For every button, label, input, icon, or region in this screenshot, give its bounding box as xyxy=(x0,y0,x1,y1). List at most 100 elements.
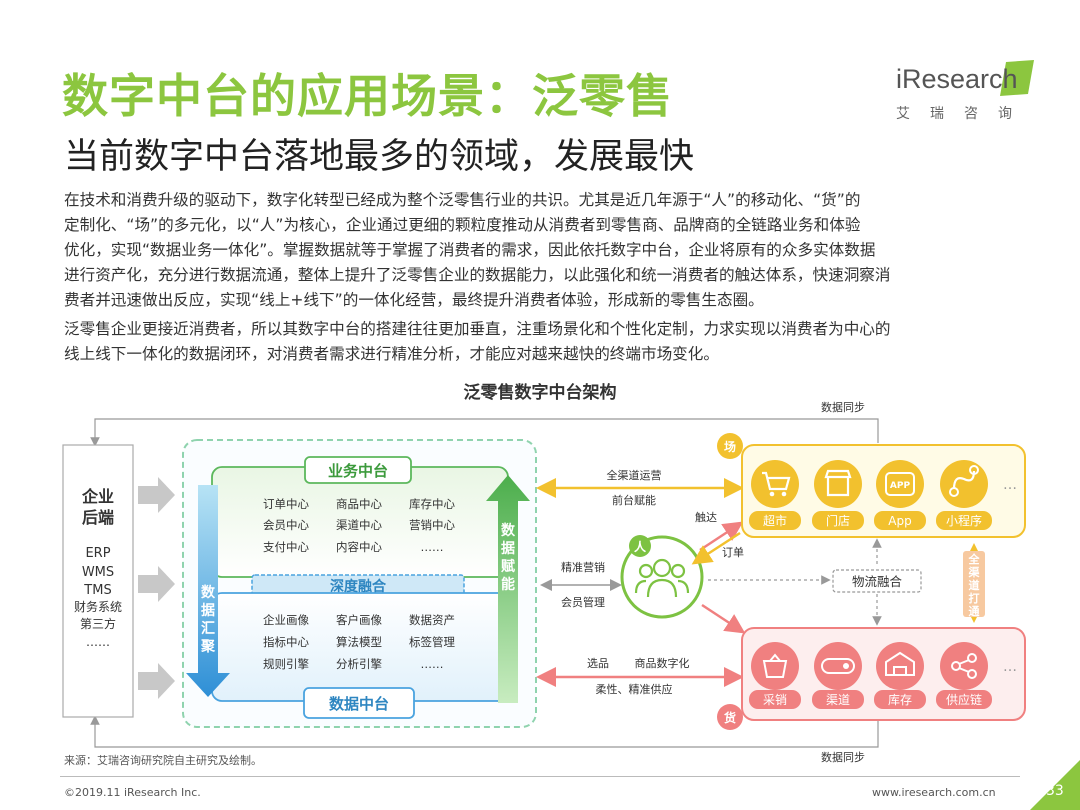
data-center: 分析引擎 xyxy=(336,657,382,671)
block-arrow-icon xyxy=(138,663,175,699)
data-summary-arrow-icon xyxy=(186,485,230,697)
sync-bottom-label: 数据同步 xyxy=(821,750,865,764)
backend-item: 第三方 xyxy=(80,616,116,631)
data-summary-char: 据 xyxy=(201,602,215,619)
business-center: 支付中心 xyxy=(263,540,309,554)
goods-item-channel: 渠道 xyxy=(812,642,864,709)
backend-item: WMS xyxy=(82,565,114,580)
paragraph-line: 定制化、“场”的多元化，以“人”为核心，企业通过更细的颗粒度推动从消费者到零售商… xyxy=(64,216,861,234)
business-center: 内容中心 xyxy=(336,540,382,554)
block-arrow-icon xyxy=(138,566,175,602)
person-badge xyxy=(629,535,651,557)
app-icon-text: APP xyxy=(890,481,911,491)
website-url: www.iresearch.com.cn xyxy=(872,786,996,799)
business-center: 库存中心 xyxy=(409,497,455,511)
data-empower-char: 能 xyxy=(501,576,515,593)
backend-title-line: 企业 xyxy=(81,487,114,506)
page-number: 33 xyxy=(1046,783,1064,799)
place-item-supermarket: 超市 xyxy=(749,460,801,530)
miniprogram-icon xyxy=(952,470,976,490)
flexible-supply-label: 柔性、精准供应 xyxy=(596,682,673,696)
source-note: 来源：艾瑞咨询研究院自主研究及绘制。 xyxy=(64,754,262,767)
place-item-label: App xyxy=(888,514,911,528)
data-center: 客户画像 xyxy=(336,613,382,627)
goods-item-label: 渠道 xyxy=(826,693,850,707)
backend-title-line: 后端 xyxy=(82,508,114,527)
iresearch-logo xyxy=(1000,60,1034,96)
backend-box xyxy=(62,444,134,718)
goods-item-supply-chain: 供应链 xyxy=(936,642,992,709)
channel-icon xyxy=(821,658,855,674)
place-item-app: APP App xyxy=(874,460,926,530)
channel-connect-char: 全 xyxy=(968,552,981,566)
front-empower-label: 前台赋能 xyxy=(612,493,656,507)
sync-bottom-line xyxy=(90,715,879,748)
paragraph-line: 进行资产化，充分进行数据流通，整体上提升了泛零售企业的数据能力，以此强化和统一消… xyxy=(64,266,891,284)
goods-ellipsis: … xyxy=(1003,659,1017,675)
sync-top-label: 数据同步 xyxy=(821,400,865,414)
deep-fusion-label: 深度融合 xyxy=(330,578,387,595)
order-label: 订单 xyxy=(722,546,744,559)
channel-connect-box xyxy=(963,551,985,617)
data-center: 企业画像 xyxy=(263,613,309,627)
data-platform-title: 数据中台 xyxy=(329,695,389,713)
data-center: 算法模型 xyxy=(336,635,382,649)
goods-badge xyxy=(717,704,743,730)
warehouse-icon xyxy=(885,651,915,676)
place-item-store: 门店 xyxy=(812,460,864,530)
backend-item: TMS xyxy=(83,583,111,598)
business-center: 营销中心 xyxy=(409,518,455,532)
paragraph-line: 在技术和消费升级的驱动下，数字化转型已经成为整个泛零售行业的共识。尤其是近几年源… xyxy=(64,191,861,209)
block-arrow-icon xyxy=(138,477,175,513)
goods-item-label: 库存 xyxy=(888,692,912,707)
goods-item-purchase: 采销 xyxy=(749,642,801,709)
data-center: 规则引擎 xyxy=(263,657,309,671)
intro-paragraph-1: 在技术和消费升级的驱动下，数字化转型已经成为整个泛零售行业的共识。尤其是近几年源… xyxy=(64,188,1028,313)
intro-paragraph-2: 泛零售企业更接近消费者，所以其数字中台的搭建往往更加垂直，注重场景化和个性化定制… xyxy=(64,317,1028,367)
goods-label: 货 xyxy=(724,710,736,725)
paragraph-line: 线上线下一体化的数据闭环，对消费者需求进行精准分析，才能应对越来越快的终端市场变… xyxy=(64,345,719,363)
place-label: 场 xyxy=(724,440,736,454)
page-title: 数字中台的应用场景：泛零售 xyxy=(62,69,673,123)
product-digital-label: 商品数字化 xyxy=(635,656,690,670)
logo-text: iResearch xyxy=(896,64,1018,94)
business-center: 会员中心 xyxy=(263,518,309,532)
footer-divider xyxy=(60,776,1020,777)
data-center: 指标中心 xyxy=(263,635,309,649)
precise-marketing-label: 精准营销 xyxy=(561,560,605,574)
share-network-icon xyxy=(951,653,977,679)
place-item-miniprogram: 小程序 xyxy=(936,460,992,530)
business-center: 渠道中心 xyxy=(336,518,382,532)
store-icon xyxy=(824,469,852,497)
data-summary-char: 聚 xyxy=(200,639,216,655)
logistics-label: 物流融合 xyxy=(852,574,903,589)
backend-item: …… xyxy=(86,635,110,649)
logo-subtitle: 艾瑞咨询 xyxy=(896,106,1032,122)
cart-icon xyxy=(762,471,791,491)
data-center: 标签管理 xyxy=(409,635,455,649)
data-summary-char: 数 xyxy=(201,584,216,601)
data-platform-title-box xyxy=(303,687,415,719)
copyright: ©2019.11 iResearch Inc. xyxy=(64,786,201,799)
paragraph-line: 优化，实现“数据业务一体化”。掌握数据就等于掌握了消费者的需求，因此依托数字中台… xyxy=(64,241,876,259)
basket-icon xyxy=(762,653,788,678)
paragraph-line: 泛零售企业更接近消费者，所以其数字中台的搭建往往更加垂直，注重场景化和个性化定制… xyxy=(64,320,891,338)
goods-item-inventory: 库存 xyxy=(874,642,926,709)
goods-item-label: 采销 xyxy=(763,693,787,707)
app-icon xyxy=(885,472,915,496)
channel-connect-char: 道 xyxy=(969,578,980,592)
channel-connect-char: 通 xyxy=(969,605,980,618)
business-center: 订单中心 xyxy=(263,497,309,511)
business-platform-title-box xyxy=(304,456,412,484)
diagram-title: 泛零售数字中台架构 xyxy=(464,382,617,403)
place-item-label: 门店 xyxy=(826,513,850,528)
architecture-diagram: 泛零售数字中台架构 数据同步 数据同步 企业 后端 ERP WMS TMS 财务… xyxy=(62,382,1026,764)
goods-item-label: 供应链 xyxy=(946,692,982,707)
person-goods-arrow xyxy=(701,603,746,634)
data-center: 数据资产 xyxy=(409,613,455,627)
data-empower-char: 据 xyxy=(501,540,515,557)
business-center: …… xyxy=(421,540,444,554)
business-platform-title: 业务中台 xyxy=(328,462,388,480)
backend-item: 财务系统 xyxy=(74,599,122,614)
place-item-label: 超市 xyxy=(763,513,787,528)
